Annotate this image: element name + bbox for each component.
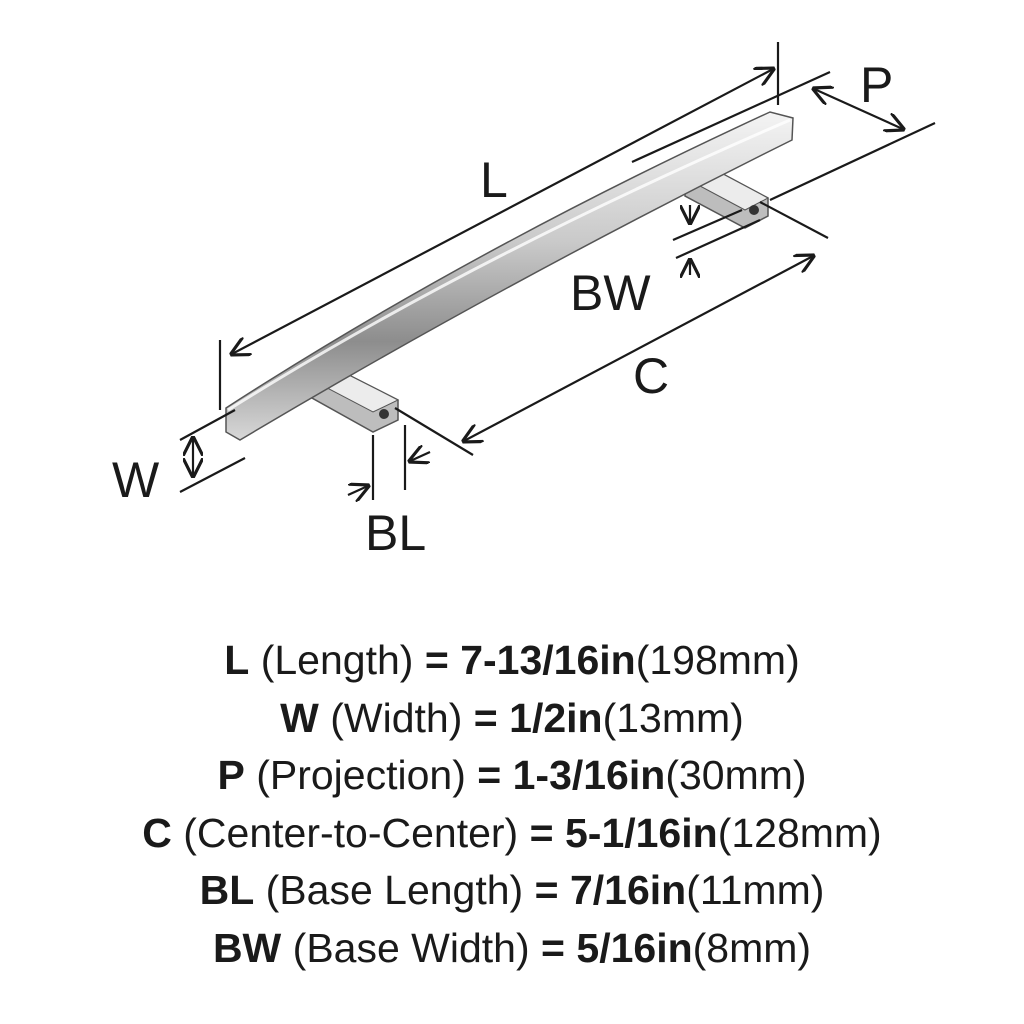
spec-equals: =: [473, 694, 498, 741]
specifications-list: L (Length) = 7-13/16in(198mm) W (Width) …: [0, 632, 1024, 977]
spec-length: L (Length) = 7-13/16in(198mm): [0, 632, 1024, 690]
spec-metric: (198mm): [635, 637, 800, 683]
spec-value: 1-3/16in: [512, 752, 666, 798]
label-C: C: [633, 348, 669, 404]
spec-name: (Length): [260, 637, 414, 683]
spec-value: 5/16in: [576, 924, 693, 971]
spec-name: (Center-to-Center): [183, 809, 519, 856]
spec-value: 7-13/16in: [460, 637, 636, 683]
spec-key: BW: [212, 924, 282, 971]
label-W: W: [112, 452, 160, 508]
spec-equals: =: [541, 924, 565, 971]
spec-value: 1/2in: [509, 694, 603, 741]
spec-width: W (Width) = 1/2in(13mm): [0, 690, 1024, 748]
spec-key: W: [280, 694, 319, 741]
spec-metric: (128mm): [717, 809, 882, 856]
label-BW: BW: [570, 265, 651, 321]
label-BL: BL: [365, 505, 426, 561]
spec-base-length: BL (Base Length) = 7/16in(11mm): [0, 862, 1024, 920]
spec-equals: =: [424, 637, 449, 683]
handle-dimension-diagram: L P BW C W BL: [112, 42, 936, 561]
cabinet-pull-handle: [225, 111, 794, 441]
spec-metric: (13mm): [602, 694, 744, 741]
handle-bar: [225, 111, 794, 441]
dimension-lines: [179, 42, 936, 500]
spec-base-width: BW (Base Width) = 5/16in(8mm): [0, 920, 1024, 978]
spec-projection: P (Projection) = 1-3/16in(30mm): [0, 747, 1024, 805]
spec-equals: =: [529, 809, 554, 856]
spec-name: (Width): [330, 694, 463, 741]
spec-name: (Base Width): [292, 924, 530, 971]
spec-value: 5-1/16in: [564, 809, 718, 856]
spec-key: C: [142, 809, 172, 856]
spec-metric: (8mm): [692, 924, 812, 971]
spec-value: 7/16in: [569, 867, 687, 913]
spec-center-to-center: C (Center-to-Center) = 5-1/16in(128mm): [0, 805, 1024, 863]
spec-name: (Projection): [256, 752, 466, 798]
spec-metric: (30mm): [665, 752, 807, 798]
spec-key: BL: [199, 867, 255, 913]
spec-equals: =: [534, 867, 559, 913]
label-L: L: [480, 152, 508, 208]
label-P: P: [860, 57, 893, 113]
spec-key: L: [224, 637, 250, 683]
spec-key: P: [217, 752, 245, 798]
spec-name: (Base Length): [265, 867, 524, 913]
spec-metric: (11mm): [686, 867, 825, 913]
spec-equals: =: [477, 752, 502, 798]
